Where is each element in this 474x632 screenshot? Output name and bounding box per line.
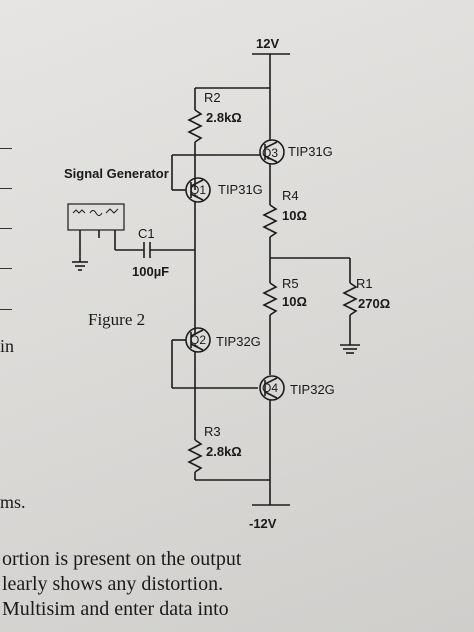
body-text-line-1: ortion is present on the output (2, 548, 242, 570)
q2-transistor (171, 327, 258, 415)
q4-transistor (259, 375, 285, 480)
c1-name: C1 (138, 226, 155, 241)
left-fragment-2: ms. (0, 492, 26, 512)
body-text-line-3: Multisim and enter data into (2, 598, 229, 620)
table-edge (0, 148, 12, 310)
c1-capacitor (114, 238, 195, 258)
r4-name: R4 (282, 188, 299, 203)
body-text-line-2: learly shows any distortion. (2, 573, 224, 595)
r2-value: 2.8kΩ (206, 110, 242, 125)
signal-generator-label: Signal Generator (64, 166, 169, 181)
supply-negative-label: -12V (249, 516, 277, 531)
positive-rail (195, 53, 290, 89)
c1-value: 100µF (132, 264, 170, 279)
q3-part: TIP31G (288, 144, 333, 159)
q2-name: Q2 (190, 333, 207, 347)
q3-name: Q3 (262, 146, 279, 160)
q1-name: Q1 (190, 183, 207, 197)
r5-value: 10Ω (282, 294, 307, 309)
supply-positive-label: 12V (256, 36, 280, 51)
r4-resistor (262, 200, 278, 258)
q2-part: TIP32G (216, 334, 261, 349)
r1-value: 270Ω (358, 296, 391, 311)
r3-resistor (187, 415, 203, 480)
r3-value: 2.8kΩ (206, 444, 242, 459)
r4-value: 10Ω (282, 208, 307, 223)
r5-name: R5 (282, 276, 299, 291)
r2-name: R2 (204, 90, 221, 105)
r5-resistor (262, 258, 278, 375)
negative-rail (195, 479, 290, 506)
signal-generator (67, 203, 125, 271)
left-fragment-1: in (0, 336, 15, 356)
figure-caption: Figure 2 (88, 310, 146, 329)
q3-transistor (171, 88, 285, 200)
q1-transistor (172, 177, 211, 335)
q1-part: TIP31G (218, 182, 263, 197)
r3-name: R3 (204, 424, 221, 439)
r1-name: R1 (356, 276, 373, 291)
q4-part: TIP32G (290, 382, 335, 397)
r1-resistor (340, 258, 360, 354)
r2-resistor (187, 88, 203, 190)
q4-name: Q4 (262, 381, 279, 395)
